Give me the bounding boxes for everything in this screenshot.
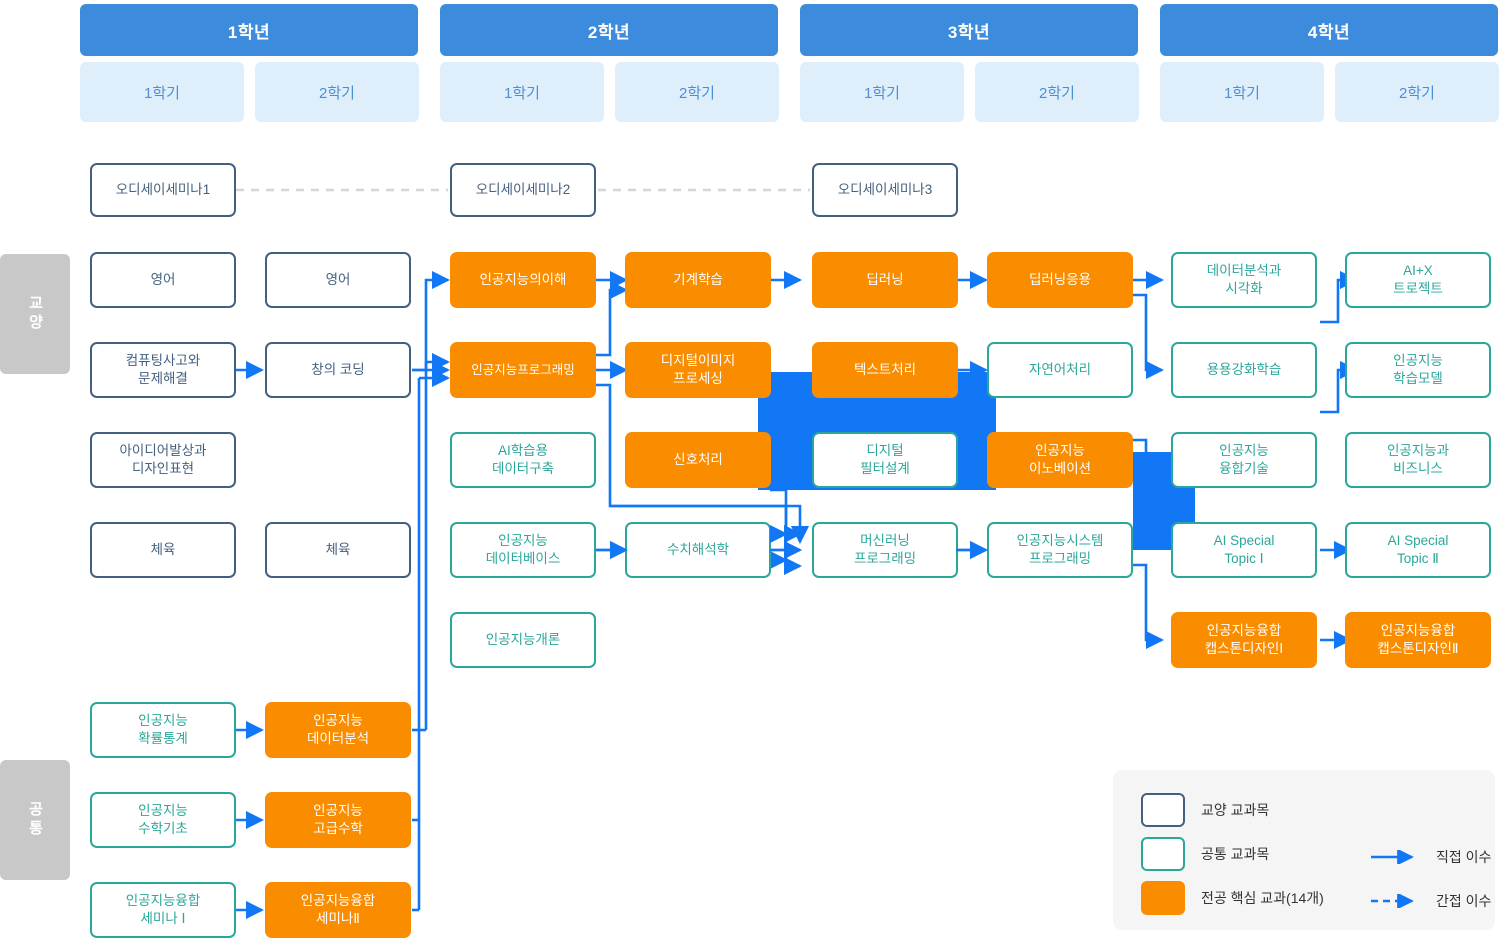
course-y1s2-0[interactable]: 영어 [265,252,411,308]
legend-item-direct: 직접 이수 [1370,847,1491,867]
course-y4s2-2[interactable]: 인공지능과 비즈니스 [1345,432,1491,488]
semester-header-4-1: 1학기 [1160,62,1324,122]
semester-header-2-1: 1학기 [440,62,604,122]
course-y1s2-5[interactable]: 인공지능융합 세미나Ⅱ [265,882,411,938]
course-y4s2-0[interactable]: AI+X 트로젝트 [1345,252,1491,308]
semester-header-2-2: 2학기 [615,62,779,122]
course-y1s1-3[interactable]: 체육 [90,522,236,578]
course-y2s1-1[interactable]: 인공지능프로그래밍 [450,342,596,398]
course-y4s1-0[interactable]: 데이터분석과 시각화 [1171,252,1317,308]
legend-item-indirect: 간접 이수 [1370,891,1491,911]
legend-item-general: 교양 교과목 [1141,793,1269,827]
course-y4s2-1[interactable]: 인공지능 학습모델 [1345,342,1491,398]
course-y4s1-3[interactable]: AI Special Topic Ⅰ [1171,522,1317,578]
course-y2s1-0[interactable]: 인공지능의이해 [450,252,596,308]
course-y1s1-4[interactable]: 인공지능 확률통계 [90,702,236,758]
legend-label-direct: 직접 이수 [1436,849,1492,865]
course-y2s2-1[interactable]: 디지털이미지 프로세싱 [625,342,771,398]
course-y2s2-3[interactable]: 수치해석학 [625,522,771,578]
course-y1s2-3[interactable]: 인공지능 데이터분석 [265,702,411,758]
legend-item-common: 공통 교과목 [1141,837,1269,871]
category-tab-liberal-arts: 교양 [0,254,70,374]
course-y3s2-2[interactable]: 인공지능 이노베이션 [987,432,1133,488]
legend-swatch-general [1141,793,1185,827]
category-tab-common: 공통 [0,760,70,880]
semester-header-4-2: 2학기 [1335,62,1499,122]
course-y3s1-2[interactable]: 디지털 필터설계 [812,432,958,488]
legend-swatch-major [1141,881,1185,915]
course-odyssey-seminar-3[interactable]: 오디세이세미나3 [812,163,958,217]
course-y1s2-1[interactable]: 창의 코딩 [265,342,411,398]
legend-label-general: 교양 교과목 [1201,802,1270,818]
legend-label-common: 공통 교과목 [1201,846,1270,862]
dashed-arrow-icon [1370,892,1422,910]
course-y1s1-6[interactable]: 인공지능융합 세미나 Ⅰ [90,882,236,938]
course-y1s2-4[interactable]: 인공지능 고급수학 [265,792,411,848]
semester-header-1-1: 1학기 [80,62,244,122]
course-y4s1-1[interactable]: 용용강화학습 [1171,342,1317,398]
course-odyssey-seminar-1[interactable]: 오디세이세미나1 [90,163,236,217]
course-y3s1-0[interactable]: 딥러닝 [812,252,958,308]
course-y4s1-4[interactable]: 인공지능융합 캡스톤디자인Ⅰ [1171,612,1317,668]
legend-label-major: 전공 핵심 교과(14개) [1201,890,1324,906]
course-y4s2-3[interactable]: AI Special Topic Ⅱ [1345,522,1491,578]
year-header-3: 3학년 [800,4,1138,56]
course-y2s1-4[interactable]: 인공지능개론 [450,612,596,668]
course-y3s2-1[interactable]: 자연어처리 [987,342,1133,398]
course-y1s2-2[interactable]: 체육 [265,522,411,578]
year-header-2: 2학년 [440,4,778,56]
course-odyssey-seminar-2[interactable]: 오디세이세미나2 [450,163,596,217]
year-header-1: 1학년 [80,4,418,56]
course-y2s1-2[interactable]: AI학습용 데이터구축 [450,432,596,488]
course-y3s2-3[interactable]: 인공지능시스템 프로그래밍 [987,522,1133,578]
course-y3s1-1[interactable]: 텍스트처리 [812,342,958,398]
course-y2s2-2[interactable]: 신호처리 [625,432,771,488]
course-y2s1-3[interactable]: 인공지능 데이터베이스 [450,522,596,578]
legend-swatch-common [1141,837,1185,871]
course-y1s1-1[interactable]: 컴퓨팅사고와 문제해결 [90,342,236,398]
legend-item-major: 전공 핵심 교과(14개) [1141,881,1324,915]
course-y1s1-5[interactable]: 인공지능 수학기초 [90,792,236,848]
course-y4s1-2[interactable]: 인공지능 융합기술 [1171,432,1317,488]
course-y1s1-0[interactable]: 영어 [90,252,236,308]
solid-arrow-icon [1370,848,1422,866]
course-y2s2-0[interactable]: 기계학습 [625,252,771,308]
semester-header-3-2: 2학기 [975,62,1139,122]
year-header-4: 4학년 [1160,4,1498,56]
course-y3s2-0[interactable]: 딥러닝응용 [987,252,1133,308]
course-y1s1-2[interactable]: 아이디어발상과 디자인표현 [90,432,236,488]
semester-header-1-2: 2학기 [255,62,419,122]
legend-label-indirect: 간접 이수 [1436,893,1492,909]
course-y4s2-4[interactable]: 인공지능융합 캡스톤디자인Ⅱ [1345,612,1491,668]
semester-header-3-1: 1학기 [800,62,964,122]
course-y3s1-3[interactable]: 머신러닝 프로그래밍 [812,522,958,578]
